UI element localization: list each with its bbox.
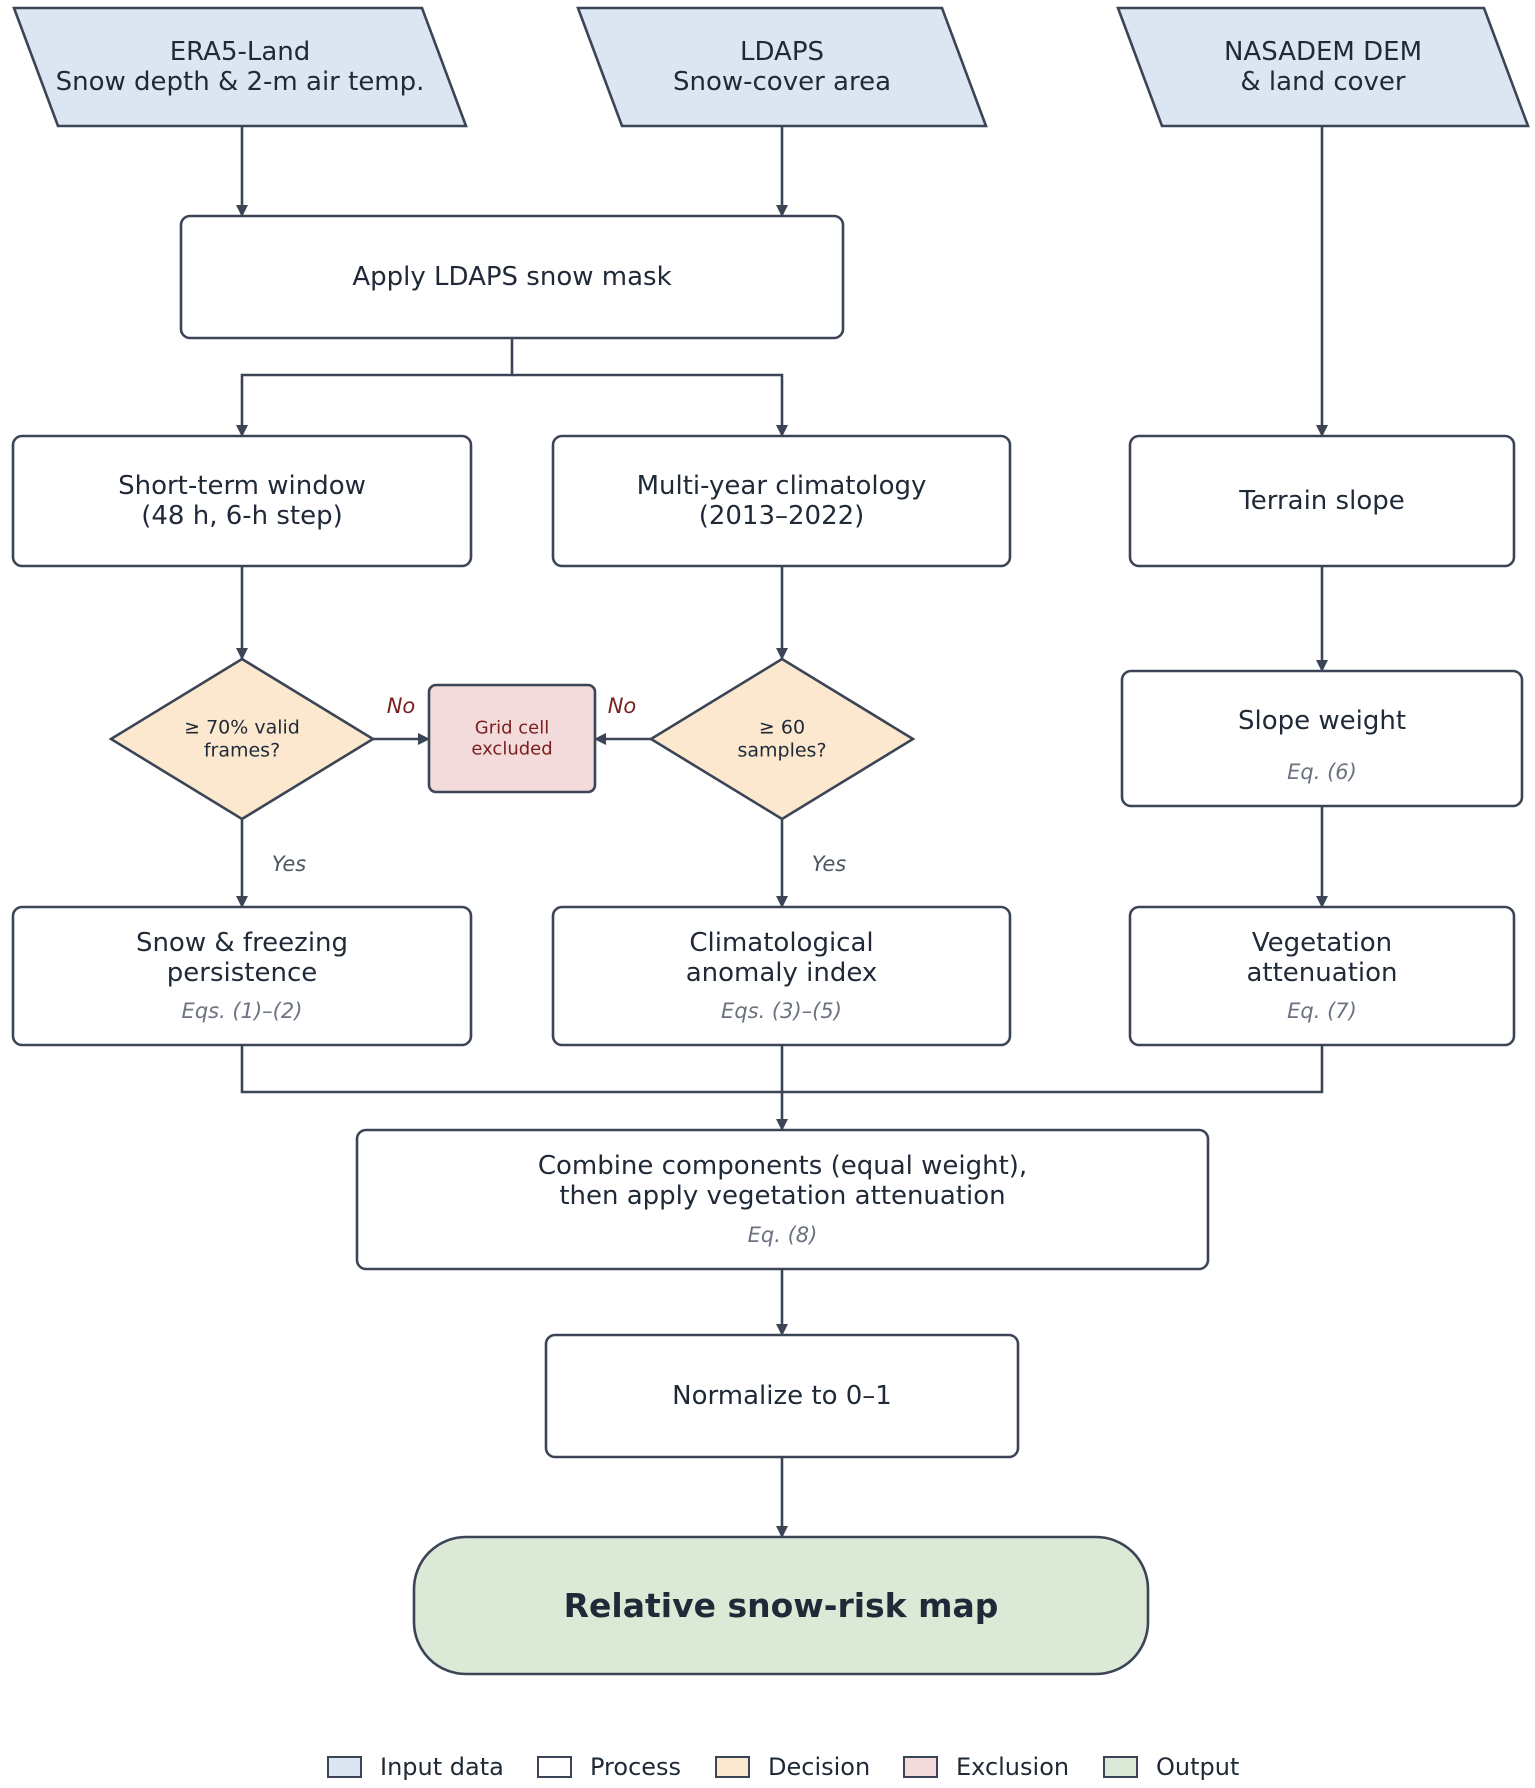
node-output-label-line-1: Relative snow-risk map — [564, 1586, 999, 1625]
legend: Input data Process Decision Exclusion Output — [327, 1753, 1239, 1781]
node-persistence-label-line-1: Snow & freezing — [136, 928, 348, 958]
node-normalize-label-line-1: Normalize to 0–1 — [672, 1381, 892, 1411]
legend-swatch-process — [537, 1756, 572, 1778]
node-output-shape — [412, 1535, 1150, 1676]
legend-label-exclusion: Exclusion — [956, 1753, 1069, 1781]
edge-label-valid-yes: Yes — [272, 852, 306, 876]
legend-item-decision: Decision — [715, 1753, 870, 1781]
node-era5-shape — [12, 6, 468, 128]
node-nasadem-label-line-2: & land cover — [1240, 67, 1406, 97]
node-nasadem-shape — [1116, 6, 1530, 128]
node-persistence-shape — [11, 905, 473, 1047]
edge-label-samples-yes: Yes — [812, 852, 846, 876]
node-persistence-equation: Eqs. (1)–(2) — [182, 999, 303, 1023]
node-combine-label-line-1: Combine components (equal weight), — [538, 1151, 1027, 1181]
node-climatology-label-line-2: (2013–2022) — [699, 501, 865, 531]
node-climatology-label-line-1: Multi-year climatology — [637, 471, 927, 501]
edge-mask-to-climatology — [512, 373, 788, 437]
legend-label-output: Output — [1156, 1753, 1239, 1781]
node-short-term-label-line-2: (48 h, 6-h step) — [141, 501, 343, 531]
edge-merge-persistence — [240, 1045, 782, 1094]
node-dec-samples-shape — [648, 657, 916, 821]
edge-label-samples-no: No — [608, 694, 637, 718]
node-normalize-shape — [544, 1333, 1020, 1459]
node-climatology-shape — [551, 434, 1012, 568]
legend-label-decision: Decision — [768, 1753, 870, 1781]
node-short-term-label-line-1: Short-term window — [118, 471, 366, 501]
node-anomaly-equation: Eqs. (3)–(5) — [721, 999, 842, 1023]
legend-swatch-decision — [715, 1756, 750, 1778]
node-dec-valid-label-line-2: frames? — [204, 740, 280, 762]
node-combine-equation: Eq. (8) — [748, 1223, 818, 1247]
node-normalize: Normalize to 0–1 — [544, 1333, 1020, 1459]
node-combine-shape — [355, 1128, 1210, 1271]
node-dec-valid-label-line-1: ≥ 70% valid — [184, 717, 300, 739]
node-vegetation-label-line-1: Vegetation — [1252, 928, 1392, 958]
legend-swatch-exclusion — [903, 1756, 938, 1778]
edge-mask-to-short-term — [236, 338, 514, 437]
node-excluded-shape — [427, 683, 597, 794]
node-short-term-shape — [11, 434, 473, 568]
node-slope-weight-shape — [1120, 669, 1524, 808]
node-ldaps-in-label-line-1: LDAPS — [740, 37, 824, 67]
node-vegetation-label-line-2: attenuation — [1246, 958, 1397, 988]
node-era5-label-line-1: ERA5-Land — [170, 37, 311, 67]
legend-item-output: Output — [1103, 1753, 1239, 1781]
node-combine: Combine components (equal weight),then a… — [355, 1128, 1210, 1271]
node-excluded-label-line-2: excluded — [471, 739, 552, 760]
node-mask-shape — [179, 214, 845, 340]
legend-label-input-data: Input data — [380, 1753, 504, 1781]
edge-merge-vegetation — [782, 1045, 1324, 1094]
edge-label-valid-no: No — [387, 694, 416, 718]
node-dec-samples-label-line-2: samples? — [737, 740, 826, 762]
node-anomaly-label-line-2: anomaly index — [686, 958, 878, 988]
node-dec-samples-label-line-1: ≥ 60 — [759, 717, 805, 739]
node-era5-label-line-2: Snow depth & 2-m air temp. — [56, 67, 425, 97]
legend-item-process: Process — [537, 1753, 681, 1781]
node-anomaly-shape — [551, 905, 1012, 1047]
legend-item-input-data: Input data — [327, 1753, 504, 1781]
node-combine-label-line-2: then apply vegetation attenuation — [559, 1181, 1005, 1211]
node-mask-label-line-1: Apply LDAPS snow mask — [352, 262, 671, 292]
node-slope-shape — [1128, 434, 1516, 568]
node-vegetation-shape — [1128, 905, 1516, 1047]
node-vegetation-equation: Eq. (7) — [1287, 999, 1357, 1023]
node-anomaly-label-line-1: Climatological — [689, 928, 873, 958]
node-climatology: Multi-year climatology(2013–2022) — [551, 434, 1012, 568]
flow-edges — [236, 126, 1328, 1538]
legend-swatch-input-data — [327, 1756, 362, 1778]
node-persistence-label-line-2: persistence — [167, 958, 317, 988]
node-output: Relative snow-risk map — [412, 1535, 1150, 1676]
node-slope: Terrain slope — [1128, 434, 1516, 568]
node-ldaps-in-label-line-2: Snow-cover area — [673, 67, 891, 97]
node-ldaps-in-shape — [576, 6, 988, 128]
node-mask: Apply LDAPS snow mask — [179, 214, 845, 340]
node-nasadem-label-line-1: NASADEM DEM — [1224, 37, 1422, 67]
node-slope-label-line-1: Terrain slope — [1238, 486, 1404, 516]
legend-label-process: Process — [590, 1753, 681, 1781]
node-slope-weight-label-line-1: Slope weight — [1238, 706, 1406, 736]
node-nasadem: NASADEM DEM& land cover — [1116, 6, 1530, 128]
node-excluded-label-line-1: Grid cell — [475, 718, 549, 739]
node-dec-valid-shape — [108, 657, 376, 821]
legend-swatch-output — [1103, 1756, 1138, 1778]
legend-item-exclusion: Exclusion — [903, 1753, 1069, 1781]
node-slope-weight-equation: Eq. (6) — [1287, 760, 1357, 784]
node-short-term: Short-term window(48 h, 6-h step) — [11, 434, 473, 568]
